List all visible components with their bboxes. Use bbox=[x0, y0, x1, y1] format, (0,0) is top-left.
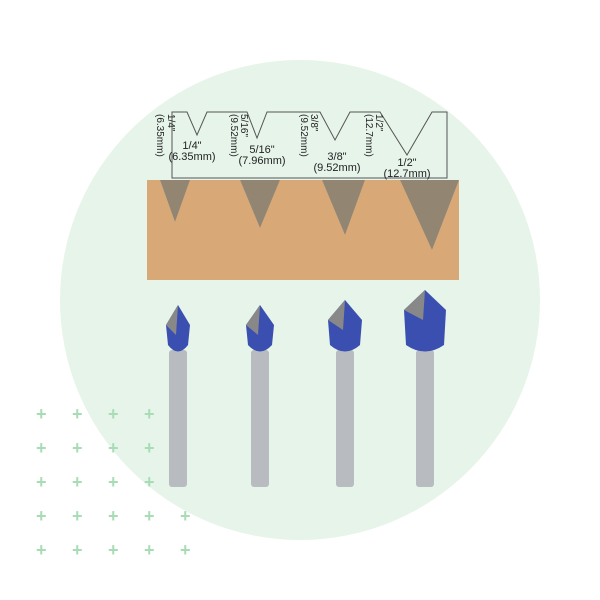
groove-3-depth: 3/8" bbox=[308, 114, 319, 132]
plus-mark: + bbox=[108, 472, 119, 492]
plus-mark: + bbox=[72, 506, 83, 526]
groove-2-depth-mm: (9.52mm) bbox=[228, 114, 239, 157]
wood-sample bbox=[147, 180, 459, 280]
plus-mark: + bbox=[180, 540, 191, 560]
groove-1-width: 1/4" bbox=[182, 140, 201, 152]
router-bit-2 bbox=[246, 305, 274, 487]
groove-3-depth-mm: (9.52mm) bbox=[298, 114, 309, 157]
groove-3-width-mm: (9.52mm) bbox=[313, 162, 360, 174]
groove-3-width: 3/8" bbox=[327, 151, 346, 163]
router-bit-3 bbox=[328, 300, 362, 487]
plus-mark: + bbox=[144, 438, 155, 458]
plus-mark: + bbox=[144, 506, 155, 526]
plus-mark: + bbox=[36, 404, 47, 424]
background-circle bbox=[60, 60, 540, 540]
router-bit-4 bbox=[404, 290, 446, 487]
groove-2-width-mm: (7.96mm) bbox=[238, 155, 285, 167]
groove-4-width: 1/2" bbox=[397, 157, 416, 169]
groove-2-width: 5/16" bbox=[249, 144, 274, 156]
plus-mark: + bbox=[108, 404, 119, 424]
plus-mark: + bbox=[180, 506, 191, 526]
plus-mark: + bbox=[144, 540, 155, 560]
plus-mark: + bbox=[72, 540, 83, 560]
plus-mark: + bbox=[72, 472, 83, 492]
groove-1-depth: 1/4" bbox=[165, 114, 176, 132]
diagram-labels: 1/4" (6.35mm) 5/16" (7.96mm) 3/8" (9.52m… bbox=[154, 114, 431, 180]
plus-mark: + bbox=[108, 438, 119, 458]
plus-mark: + bbox=[144, 404, 155, 424]
groove-4-width-mm: (12.7mm) bbox=[383, 168, 430, 180]
plus-mark: + bbox=[72, 438, 83, 458]
router-bits bbox=[166, 290, 446, 487]
plus-mark: + bbox=[108, 540, 119, 560]
groove-4-depth-mm: (12.7mm) bbox=[363, 114, 374, 157]
groove-1-width-mm: (6.35mm) bbox=[168, 151, 215, 163]
groove-4-depth: 1/2" bbox=[373, 114, 384, 132]
plus-mark: + bbox=[144, 472, 155, 492]
groove-diagram bbox=[171, 111, 448, 179]
plus-mark: + bbox=[36, 438, 47, 458]
plus-mark: + bbox=[108, 506, 119, 526]
plus-mark: + bbox=[36, 506, 47, 526]
groove-2-depth: 5/16" bbox=[238, 114, 249, 137]
plus-mark: + bbox=[72, 404, 83, 424]
plus-mark: + bbox=[36, 472, 47, 492]
router-bit-1 bbox=[166, 305, 190, 487]
groove-1-depth-mm: (6.35mm) bbox=[154, 114, 165, 157]
plus-mark: + bbox=[36, 540, 47, 560]
